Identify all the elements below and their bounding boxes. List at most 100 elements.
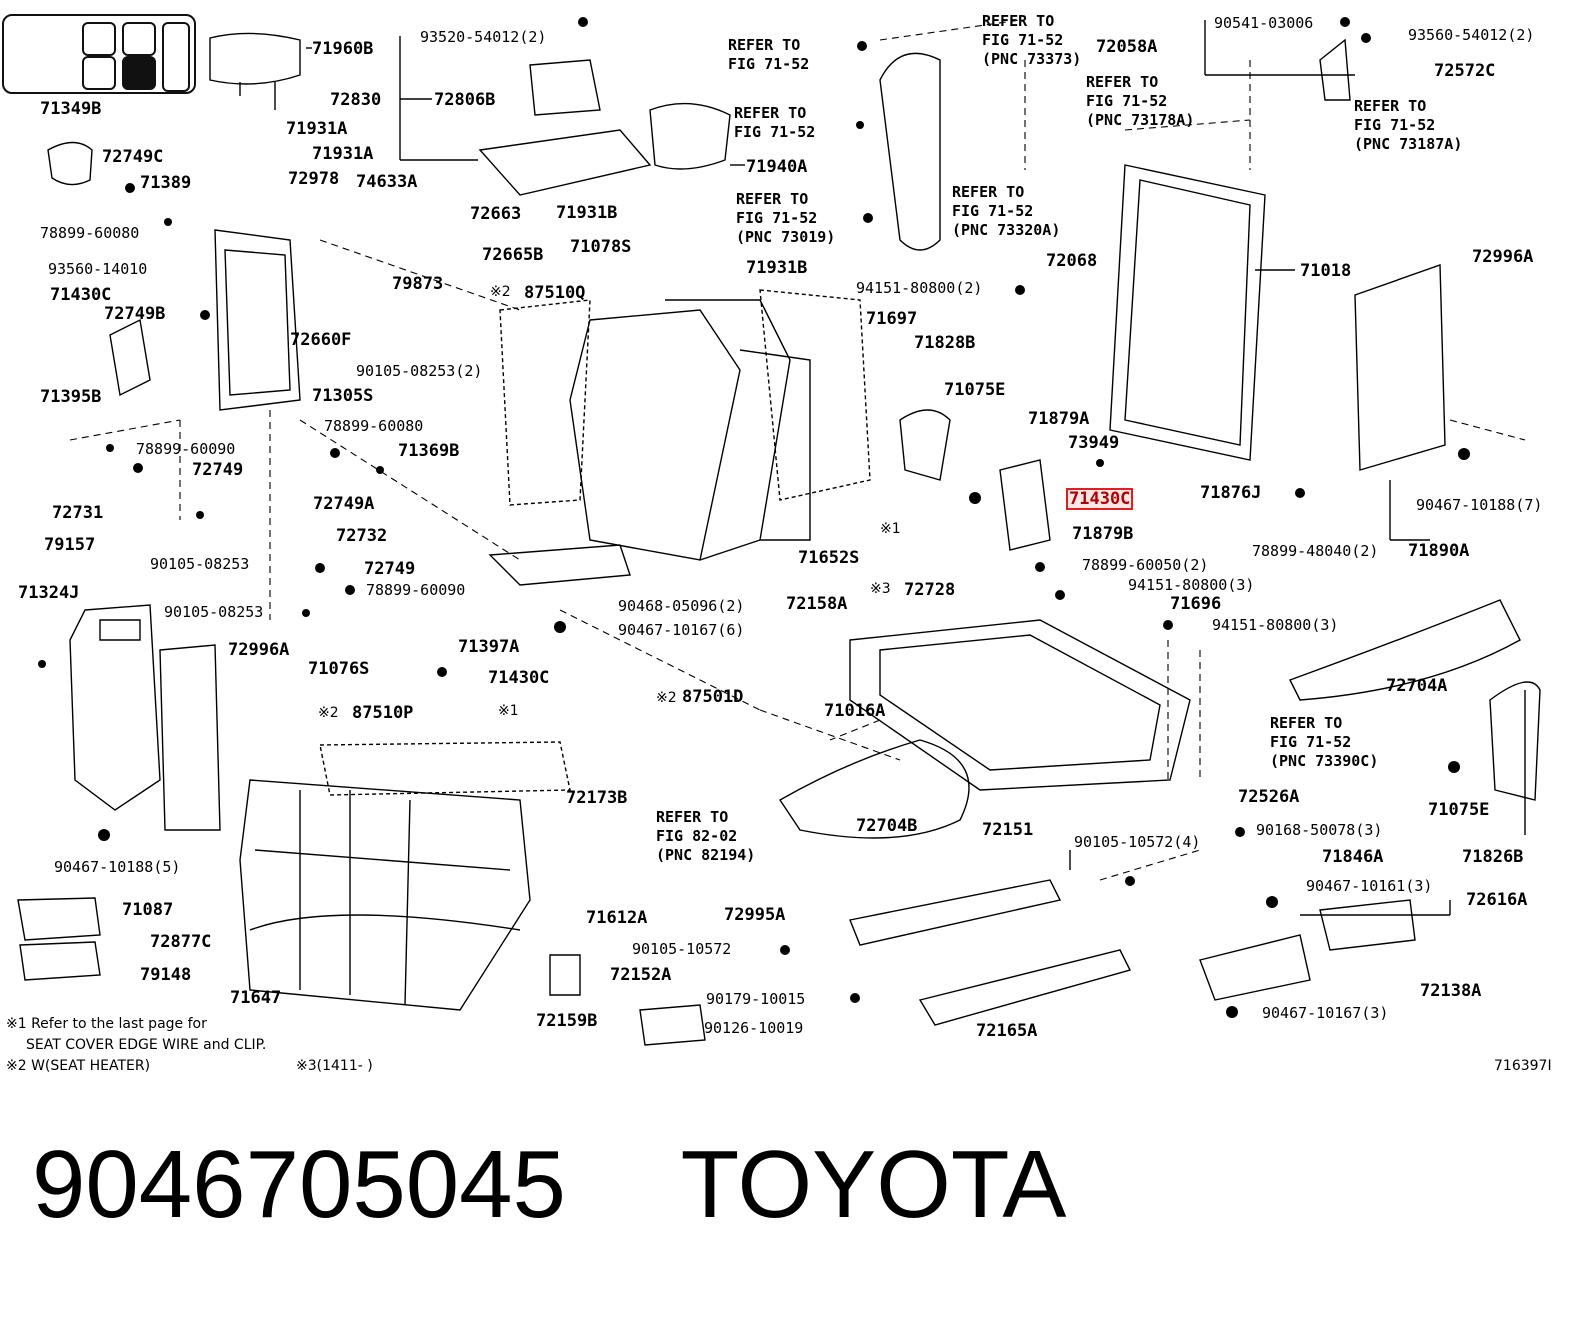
part-label: 87510P (352, 703, 414, 723)
part-label: 71075E (944, 380, 1006, 400)
part-label: 72806B (434, 90, 496, 110)
part-label: 90126-10019 (704, 1019, 804, 1037)
part-label: 71078S (570, 237, 632, 257)
seat-layout-thumbnail-icon (2, 14, 196, 94)
refer-to-note: REFER TO FIG 71-52 (PNC 73390C) (1270, 714, 1379, 770)
part-number: 9046705045 (32, 1131, 566, 1238)
part-label: 71931B (746, 258, 808, 278)
part-label: 72995A (724, 905, 786, 925)
highlighted-part-label[interactable]: 71430C (1065, 488, 1134, 510)
part-label: 72159B (536, 1011, 598, 1031)
part-label: 71389 (140, 173, 192, 193)
refer-to-note: REFER TO FIG 71-52 (734, 104, 816, 141)
part-label: 72151 (982, 820, 1034, 840)
part-label: 72996A (1472, 247, 1534, 267)
part-label: 90467-10167(6) (618, 621, 745, 639)
part-label: 71931B (556, 203, 618, 223)
part-label: 72877C (150, 932, 212, 952)
part-label: 72068 (1046, 251, 1098, 271)
part-label: 72165A (976, 1021, 1038, 1041)
part-label: 72731 (52, 503, 104, 523)
part-label: 71846A (1322, 847, 1384, 867)
note-mark: ※3 (870, 581, 891, 597)
part-label: 72058A (1096, 37, 1158, 57)
part-label: 71826B (1462, 847, 1524, 867)
part-label: 90105-08253 (164, 603, 264, 621)
part-label: 71016A (824, 701, 886, 721)
part-label: 72572C (1434, 61, 1496, 81)
part-label: 72704B (856, 816, 918, 836)
part-label: 72526A (1238, 787, 1300, 807)
part-label: 71931A (312, 144, 374, 164)
part-label: 71612A (586, 908, 648, 928)
part-label: 72152A (610, 965, 672, 985)
part-label: 93560-54012(2) (1408, 26, 1535, 44)
refer-to-note: REFER TO FIG 82-02 (PNC 82194) (656, 808, 756, 864)
part-label: 90105-10572(4) (1074, 833, 1201, 851)
note-mark: ※2 (656, 690, 677, 706)
note-mark: ※2 (490, 284, 511, 300)
footnote: ※3(1411- ) (296, 1058, 373, 1074)
part-label: 71430C (50, 285, 112, 305)
part-label: 71324J (18, 583, 80, 603)
part-label: 72732 (336, 526, 388, 546)
part-label: 90179-10015 (706, 990, 806, 1008)
refer-to-note: REFER TO FIG 71-52 (PNC 73019) (736, 190, 836, 246)
part-label: 71697 (866, 309, 918, 329)
part-label: 78899-60050(2) (1082, 556, 1209, 574)
refer-to-note: REFER TO FIG 71-52 (728, 36, 810, 73)
part-label: 93560-14010 (48, 260, 148, 278)
part-label: 71652S (798, 548, 860, 568)
part-label: 71305S (312, 386, 374, 406)
part-label: 90467-10188(5) (54, 858, 181, 876)
part-label: 90105-08253 (150, 555, 250, 573)
brand-name: TOYOTA (680, 1131, 1067, 1238)
part-label: 72728 (904, 580, 956, 600)
part-label: 71879B (1072, 524, 1134, 544)
part-label: 72616A (1466, 890, 1528, 910)
part-label: 71940A (746, 157, 808, 177)
part-label: 78899-48040(2) (1252, 542, 1379, 560)
part-label: 94151-80800(3) (1212, 616, 1339, 634)
part-label: 90467-10188(7) (1416, 496, 1543, 514)
part-label: 71369B (398, 441, 460, 461)
part-label: 87510Q (524, 283, 586, 303)
part-footer: 9046705045 TOYOTA (32, 1130, 1572, 1260)
footnote: ※2 W(SEAT HEATER) (6, 1058, 151, 1074)
part-label: 78899-60080 (40, 224, 140, 242)
part-label: 87501D (682, 687, 744, 707)
part-label: 71647 (230, 988, 282, 1008)
parts-diagram: 71960B 71349B 72749C 71389 78899-60080 9… (2, 12, 1552, 1074)
part-label: 72749A (313, 494, 375, 514)
refer-to-note: REFER TO FIG 71-52 (PNC 73320A) (952, 183, 1061, 239)
part-label: 90467-10161(3) (1306, 877, 1433, 895)
part-label: 90168-50078(3) (1256, 821, 1383, 839)
exploded-view-art (17, 17, 1541, 1046)
part-label: 71076S (308, 659, 370, 679)
part-label: 93520-54012(2) (420, 28, 547, 46)
part-label: 72665B (482, 245, 544, 265)
part-label: 72749 (192, 460, 244, 480)
part-label: 71087 (122, 900, 174, 920)
footnote: ※1 Refer to the last page for (6, 1016, 207, 1032)
part-label: 79873 (392, 274, 444, 294)
part-label: 79157 (44, 535, 96, 555)
part-label: 71696 (1170, 594, 1222, 614)
part-label: 73949 (1068, 433, 1120, 453)
part-label: 72978 (288, 169, 340, 189)
part-label: 90468-05096(2) (618, 597, 745, 615)
part-label: 90105-10572 (632, 940, 732, 958)
part-label: 71430C (488, 668, 550, 688)
part-label: 71879A (1028, 409, 1090, 429)
part-label: 72158A (786, 594, 848, 614)
part-label: 71349B (40, 99, 102, 119)
part-label: 72663 (470, 204, 522, 224)
part-label: 71890A (1408, 541, 1470, 561)
refer-to-note: REFER TO FIG 71-52 (PNC 73178A) (1086, 73, 1195, 129)
part-label: 72830 (330, 90, 382, 110)
part-label: 72996A (228, 640, 290, 660)
note-mark: ※1 (880, 521, 901, 537)
part-label: 79148 (140, 965, 192, 985)
footnote: SEAT COVER EDGE WIRE and CLIP. (26, 1037, 267, 1053)
part-label: 90105-08253(2) (356, 362, 483, 380)
